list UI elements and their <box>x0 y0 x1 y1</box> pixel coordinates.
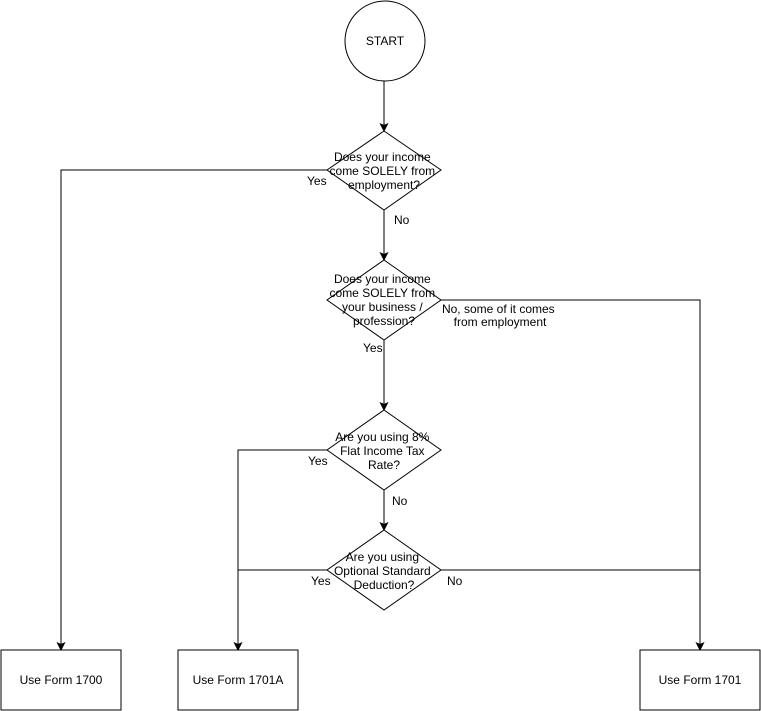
result-form-1701a: Use Form 1701A <box>177 649 299 711</box>
decision-employment-only: Does your income come SOLELY from employ… <box>326 130 442 211</box>
result-form-1701: Use Form 1701 <box>639 649 761 711</box>
decision-osd-text: Are you using Optional Standard Deductio… <box>334 550 434 592</box>
result-form-1701-label: Use Form 1701 <box>659 673 742 687</box>
arrowhead <box>379 123 389 133</box>
edge-label-flat-rate-no: No <box>392 494 408 508</box>
edge-label-osd-no: No <box>447 574 463 588</box>
result-form-1700: Use Form 1700 <box>0 649 122 711</box>
arrowhead <box>233 642 243 652</box>
start-node: START <box>344 0 426 82</box>
edge-label-employment-yes: Yes <box>307 174 327 188</box>
decision-employment-text: Does your income come SOLELY from employ… <box>330 150 439 192</box>
decision-flat-rate-text: Are you using 8% Flat Income Tax Rate? <box>335 430 432 472</box>
edge-label-osd-yes: Yes <box>311 574 331 588</box>
edge-business-no <box>441 299 701 644</box>
arrowhead <box>695 642 705 652</box>
edge-employment-yes <box>60 169 327 644</box>
edge-flat-rate-yes <box>237 449 327 644</box>
decision-business-only: Does your income come SOLELY from your b… <box>326 259 442 341</box>
arrowhead <box>56 642 66 652</box>
decision-business-text: Does your income come SOLELY from your b… <box>330 272 439 328</box>
edge-label-business-yes: Yes <box>363 341 383 355</box>
edge-label-employment-no: No <box>394 213 410 227</box>
arrowhead <box>379 522 389 532</box>
edge-label-flat-rate-yes: Yes <box>308 454 328 468</box>
result-form-1700-label: Use Form 1700 <box>20 673 103 687</box>
decision-flat-rate: Are you using 8% Flat Income Tax Rate? <box>326 409 442 491</box>
start-label: START <box>366 34 405 48</box>
result-form-1701a-label: Use Form 1701A <box>193 673 284 687</box>
arrowhead <box>379 402 389 412</box>
edge-label-business-no: No, some of it comes from employment <box>442 302 558 329</box>
arrowhead <box>379 252 389 262</box>
decision-optional-standard-deduction: Are you using Optional Standard Deductio… <box>326 529 442 611</box>
